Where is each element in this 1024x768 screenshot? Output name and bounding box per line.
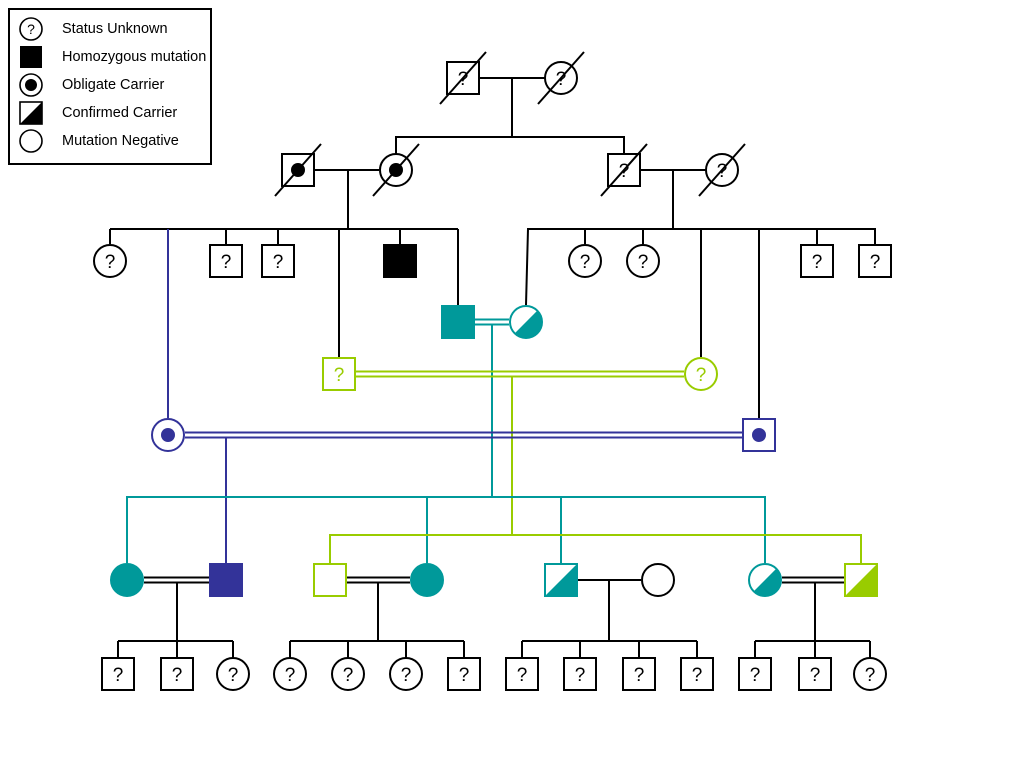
unknown-mark: ? — [634, 665, 645, 686]
male-unknown-symbol — [858, 244, 892, 278]
carrier-half-fill — [753, 568, 781, 596]
deceased-slash — [698, 143, 746, 197]
unknown-mark: ? — [638, 252, 649, 273]
legend-item-confirmed: Confirmed Carrier — [18, 101, 177, 125]
unknown-mark: ? — [459, 665, 470, 686]
unknown-mark: ? — [221, 252, 232, 273]
female-unknown-symbol — [568, 244, 602, 278]
male-neg-symbol — [313, 563, 347, 597]
deceased-slash — [439, 51, 487, 105]
unknown-mark: ? — [692, 665, 703, 686]
legend-item-obligate: Obligate Carrier — [18, 73, 164, 97]
unknown-mark: ? — [273, 252, 284, 273]
legend-label-negative: Mutation Negative — [62, 133, 179, 149]
male-homo-symbol — [383, 244, 417, 278]
unknown-mark: ? — [113, 665, 124, 686]
male-unknown-symbol — [322, 357, 356, 391]
female-homo-symbol — [110, 563, 144, 597]
female-unknown-symbol — [216, 657, 250, 691]
unknown-mark: ? — [285, 665, 296, 686]
male-unknown-symbol — [563, 657, 597, 691]
male-homo-symbol — [209, 563, 243, 597]
female-neg-symbol — [641, 563, 675, 597]
female-unknown-symbol — [389, 657, 423, 691]
female-unknown-symbol — [684, 357, 718, 391]
line-of-descent — [395, 136, 625, 154]
obligate-carrier-icon — [19, 73, 43, 97]
male-unknown-symbol — [261, 244, 295, 278]
male-unknown-symbol — [680, 657, 714, 691]
legend-label-unknown: Status Unknown — [62, 21, 168, 37]
unknown-mark: ? — [580, 252, 591, 273]
legend-item-homozygous: Homozygous mutation — [18, 45, 206, 69]
deceased-slash — [600, 143, 648, 197]
carrier-half-fill — [545, 564, 577, 596]
carrier-half-fill — [514, 310, 542, 338]
deceased-slash — [537, 51, 585, 105]
status-unknown-icon: ? — [19, 17, 43, 41]
male-unknown-symbol — [800, 244, 834, 278]
legend-item-negative: Mutation Negative — [18, 129, 179, 153]
confirmed-carrier-icon — [19, 101, 43, 125]
unknown-mark: ? — [865, 665, 876, 686]
carrier-dot — [752, 428, 766, 442]
male-unknown-symbol — [505, 657, 539, 691]
mutation-negative-icon — [19, 129, 43, 153]
legend-label-obligate: Obligate Carrier — [62, 77, 165, 93]
male-unknown-symbol — [209, 244, 243, 278]
legend-label-confirmed: Confirmed Carrier — [62, 105, 178, 121]
female-unknown-symbol — [626, 244, 660, 278]
unknown-mark: ? — [27, 21, 35, 37]
unknown-mark: ? — [870, 252, 881, 273]
male-unknown-symbol — [101, 657, 135, 691]
male-unknown-symbol — [798, 657, 832, 691]
deceased-slash — [372, 143, 420, 197]
unknown-mark: ? — [343, 665, 354, 686]
line-of-descent — [329, 534, 862, 563]
unknown-mark: ? — [750, 665, 761, 686]
line-of-descent — [126, 496, 766, 563]
male-unknown-symbol — [447, 657, 481, 691]
female-unknown-symbol — [331, 657, 365, 691]
legend-item-unknown: ? Status Unknown — [18, 17, 168, 41]
unknown-mark: ? — [401, 665, 412, 686]
male-homo-symbol — [441, 305, 475, 339]
legend-label-homozygous: Homozygous mutation — [62, 49, 207, 65]
homozygous-mutation-icon — [20, 46, 42, 68]
legend: ? Status Unknown Homozygous mutation Obl… — [8, 8, 212, 165]
unknown-mark: ? — [517, 665, 528, 686]
unknown-mark: ? — [812, 252, 823, 273]
unknown-mark: ? — [172, 665, 183, 686]
unknown-mark: ? — [334, 365, 345, 386]
female-homo-symbol — [410, 563, 444, 597]
carrier-dot — [161, 428, 175, 442]
unknown-mark: ? — [105, 252, 116, 273]
deceased-slash — [274, 143, 322, 197]
male-unknown-symbol — [160, 657, 194, 691]
unknown-mark: ? — [575, 665, 586, 686]
unknown-mark: ? — [810, 665, 821, 686]
unknown-mark: ? — [696, 365, 707, 386]
carrier-half-fill — [845, 564, 877, 596]
male-unknown-symbol — [738, 657, 772, 691]
male-unknown-symbol — [622, 657, 656, 691]
female-unknown-symbol — [93, 244, 127, 278]
female-unknown-symbol — [853, 657, 887, 691]
female-unknown-symbol — [273, 657, 307, 691]
unknown-mark: ? — [228, 665, 239, 686]
